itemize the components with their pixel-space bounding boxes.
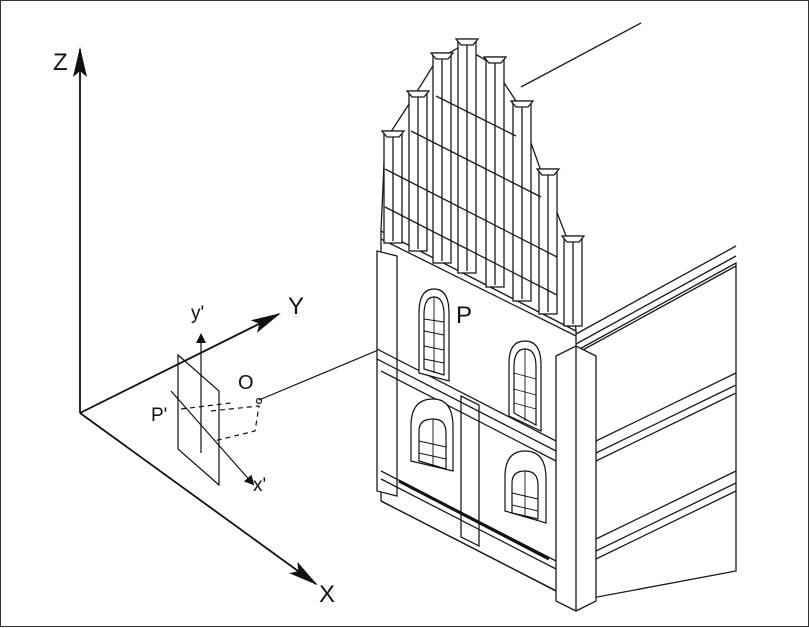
world-axes: Z Y X bbox=[53, 47, 335, 608]
window-lower-right bbox=[504, 450, 547, 524]
roof-eave-line bbox=[575, 245, 737, 335]
axis-y-label: Y bbox=[288, 293, 304, 320]
roof-eave-line-2 bbox=[575, 255, 737, 345]
x-axis bbox=[79, 412, 318, 586]
image-to-center-dashed bbox=[180, 402, 232, 410]
pinnacle-cap bbox=[454, 38, 480, 46]
pinnacle-cap bbox=[380, 130, 406, 138]
pinnacle-cap bbox=[535, 168, 561, 176]
side-band-4 bbox=[595, 470, 737, 540]
stepped-gable bbox=[380, 38, 586, 333]
image-x-label: x' bbox=[253, 475, 266, 496]
window-lower-left bbox=[410, 398, 454, 472]
axis-x-label: X bbox=[319, 581, 335, 608]
image-plane-sheet bbox=[177, 353, 220, 487]
image-x-axis bbox=[170, 390, 255, 486]
side-band-5 bbox=[595, 482, 737, 552]
gable-band bbox=[435, 95, 517, 137]
pinnacle-cap bbox=[509, 100, 535, 108]
gable-band bbox=[384, 168, 558, 258]
storey-cornice-3 bbox=[380, 370, 557, 462]
principal-ray-dashed bbox=[210, 405, 260, 442]
storey-cornice-2 bbox=[376, 358, 557, 452]
side-band-1 bbox=[595, 372, 737, 442]
side-band-2 bbox=[595, 384, 737, 454]
middle-pilaster bbox=[460, 394, 480, 548]
plinth-line-2 bbox=[380, 478, 557, 570]
plinth-dark bbox=[398, 479, 550, 561]
pinnacle-caps bbox=[380, 38, 586, 243]
object-point-label: P bbox=[456, 302, 472, 329]
gable-band bbox=[410, 130, 542, 198]
image-plane: y' x' P' O bbox=[151, 303, 266, 496]
roof-eave-line-3 bbox=[580, 265, 737, 352]
storey-cornice-1 bbox=[376, 348, 557, 442]
projection-center-label: O bbox=[238, 372, 254, 394]
window-upper-left bbox=[418, 288, 450, 382]
window-upper-right bbox=[508, 340, 542, 432]
ridge-line bbox=[520, 22, 642, 88]
plinth-line-3 bbox=[380, 500, 557, 592]
pinnacle-cap bbox=[429, 52, 455, 60]
gable-band bbox=[384, 206, 558, 296]
side-band-3 bbox=[595, 392, 737, 462]
pinnacle-cap bbox=[560, 235, 586, 243]
building bbox=[376, 22, 737, 612]
pinnacle-details bbox=[392, 45, 574, 324]
top-cornice-2 bbox=[380, 238, 577, 337]
pinnacle-cap bbox=[482, 56, 508, 64]
y-axis bbox=[79, 313, 281, 414]
image-point-label: P' bbox=[151, 405, 167, 426]
image-y-label: y' bbox=[191, 303, 204, 324]
side-band-6 bbox=[595, 490, 737, 560]
pinnacle-cap bbox=[405, 90, 431, 98]
axis-z-label: Z bbox=[53, 49, 68, 76]
